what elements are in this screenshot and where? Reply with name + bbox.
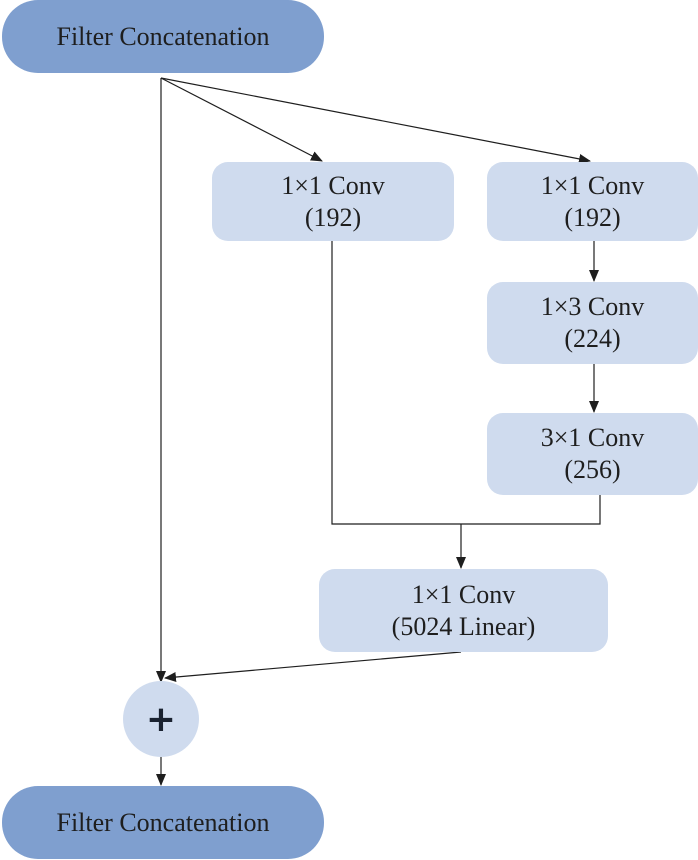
- merge-conv-filters: (5024 Linear): [391, 611, 536, 641]
- branch-b-conv-3x1: 3×1 Conv (256): [487, 413, 698, 495]
- branch-b3-op: 3×1 Conv: [540, 423, 645, 452]
- top-filter-concatenation: Filter Concatenation: [2, 0, 324, 73]
- arrow-to-branch-a: [160, 77, 323, 162]
- arrow-merge-to-add: [164, 651, 462, 683]
- bottom-filter-concatenation: Filter Concatenation: [2, 786, 324, 859]
- branch-b1-op: 1×1 Conv: [540, 170, 645, 200]
- branch-b1-filters: (192): [564, 202, 621, 232]
- branch-b2-filters: (224): [564, 324, 621, 353]
- bottom-concat-label: Filter Concatenation: [56, 807, 270, 837]
- top-concat-label: Filter Concatenation: [56, 21, 270, 51]
- branch-b-conv-1x3: 1×3 Conv (224): [487, 282, 698, 364]
- branch-a-conv-1x1: 1×1 Conv (192): [212, 162, 454, 241]
- branch-b2-op: 1×3 Conv: [540, 292, 645, 321]
- branch-b-conv-1x1: 1×1 Conv (192): [487, 162, 698, 241]
- branch-b3-filters: (256): [564, 455, 621, 484]
- merge-conv-1x1-linear: 1×1 Conv (5024 Linear): [319, 569, 608, 652]
- branch-a-filters: (192): [304, 202, 362, 232]
- arrow-to-branch-b: [160, 77, 591, 164]
- add-symbol: +: [145, 698, 177, 740]
- branch-a-merge-line: [331, 241, 461, 525]
- branch-b-merge-line: [461, 495, 601, 525]
- branch-a-op: 1×1 Conv: [281, 170, 385, 200]
- add-icon: +: [123, 681, 199, 757]
- merge-conv-op: 1×1 Conv: [411, 579, 516, 609]
